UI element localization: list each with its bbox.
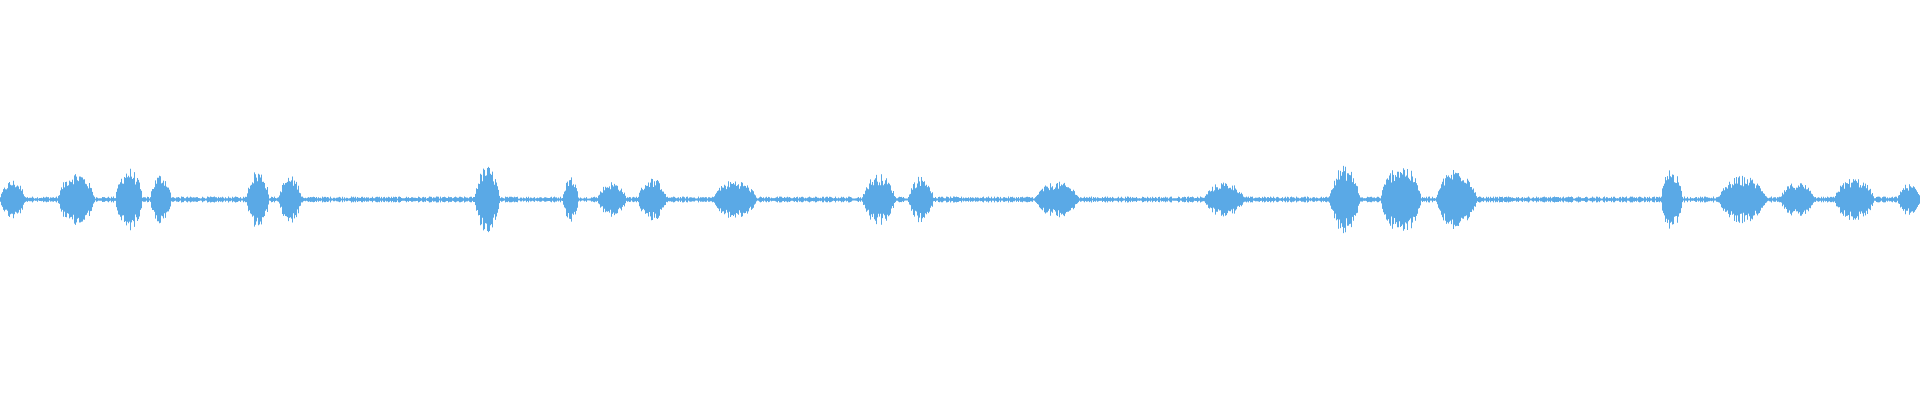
waveform-samples: [0, 165, 1920, 234]
waveform-path: [0, 165, 1920, 234]
